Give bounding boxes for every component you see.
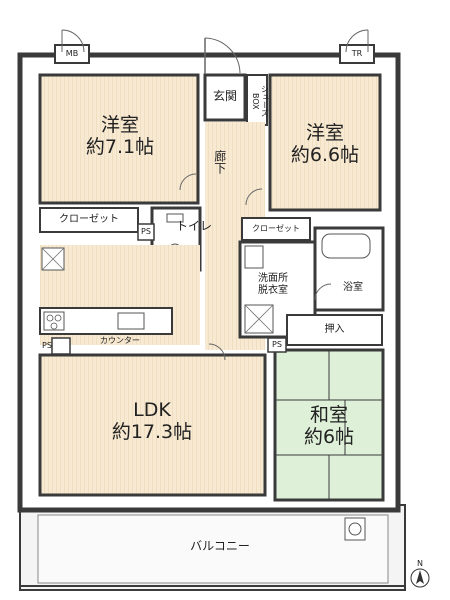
closet-2-label: クローゼット <box>252 224 300 233</box>
entrance-label: 玄関 <box>212 89 237 103</box>
toilet-label: トイレ <box>175 219 212 233</box>
ps-box-1 <box>137 223 155 241</box>
western-room-1 <box>38 73 200 205</box>
bathroom-label: 浴室 <box>343 282 363 293</box>
closet-2 <box>241 217 311 241</box>
mb-box <box>54 44 90 64</box>
closet-1-label: クローゼット <box>59 214 119 225</box>
balcony-label: バルコニー <box>190 539 250 553</box>
western-room-1-size: 約7.1帖 <box>85 135 155 158</box>
ldk-label: LDK 約17.3帖 <box>92 399 212 444</box>
door-swing-icon <box>345 29 369 53</box>
door-swing-icon <box>61 29 85 53</box>
washroom-label: 洗面所 脱衣室 <box>258 273 288 296</box>
storage <box>286 314 383 346</box>
ps-label-2: PS <box>42 341 52 350</box>
door-swing-icon <box>314 283 332 301</box>
western-room-1-name: 洋室 <box>100 114 139 136</box>
western-room-2 <box>268 73 382 212</box>
door-swing-icon <box>245 188 263 206</box>
outdoor-unit-icon <box>344 517 366 541</box>
north-arrow-icon <box>410 568 430 588</box>
mb-label: MB <box>65 49 79 58</box>
door-swing-icon <box>204 37 241 74</box>
counter-label: カウンター <box>100 336 140 345</box>
ps-label-1: PS <box>141 227 151 236</box>
western-room-2-label: 洋室 約6.6帖 <box>270 122 380 167</box>
western-room-2-name: 洋室 <box>305 122 344 144</box>
japanese-room-label: 和室 約6帖 <box>281 404 377 449</box>
ldk-room <box>38 353 267 497</box>
north-label: N <box>417 559 423 568</box>
tr-label: TR <box>351 49 363 58</box>
entrance-area <box>203 73 247 122</box>
sink-icon <box>117 312 145 330</box>
western-room-1-label: 洋室 約7.1帖 <box>70 114 170 159</box>
ldk-name: LDK <box>133 399 171 421</box>
japanese-room-name: 和室 <box>309 404 348 426</box>
bathtub-icon <box>321 233 371 259</box>
ps-box-3 <box>267 337 287 353</box>
storage-label: 押入 <box>324 324 345 335</box>
corridor-label: 廊下 <box>212 150 227 174</box>
western-room-2-size: 約6.6帖 <box>290 143 360 166</box>
ps-box-2 <box>51 337 71 355</box>
tr-box <box>339 44 375 64</box>
ldk-size: 約17.3帖 <box>111 420 193 443</box>
shoe-box-label: シューズBOX <box>251 85 270 117</box>
japanese-room-size: 約6帖 <box>303 425 355 448</box>
closet-1 <box>39 207 139 233</box>
ps-label-3: PS <box>272 340 282 349</box>
door-swing-icon <box>179 173 197 191</box>
sink-icon <box>244 245 264 269</box>
stove-icon <box>43 311 65 331</box>
door-swing-icon <box>208 343 226 361</box>
